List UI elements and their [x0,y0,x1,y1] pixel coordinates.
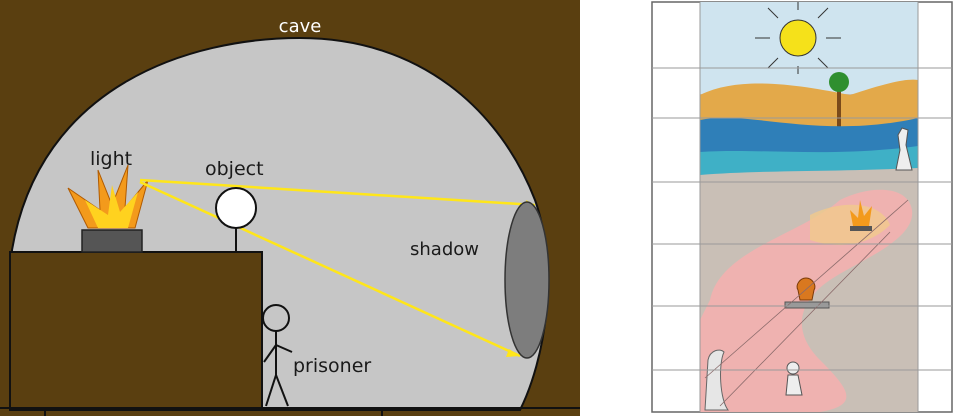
grid-lines [652,2,952,412]
flame-stand [81,229,143,253]
fire-icon [67,164,149,229]
light-rays [139,178,536,358]
cave-diagram: cave light object shadow prisoner [0,0,580,416]
partition [784,301,830,309]
allegory-illustration [650,0,955,416]
cave-pink-region [700,189,913,412]
cave-ledge [9,251,263,411]
statue-icon [785,361,803,396]
river [700,117,918,160]
stick-figure-icon [262,304,293,407]
vase-icon [704,349,730,411]
sun-icon [755,2,841,74]
prisoner-label: prisoner [293,355,371,377]
ray-lower [139,180,521,358]
shadow-label: shadow [410,239,479,260]
statue-icon [895,127,913,171]
object-label: object [205,158,264,180]
fire-icon [850,200,872,231]
shadow-ellipse [504,201,550,359]
ray-upper [139,178,536,207]
cave-diagram-svg: cave light object shadow prisoner [0,0,580,416]
object-ball [215,187,257,229]
cave-label: cave [279,16,322,37]
light-label: light [90,148,132,170]
allegory-svg [651,1,953,413]
